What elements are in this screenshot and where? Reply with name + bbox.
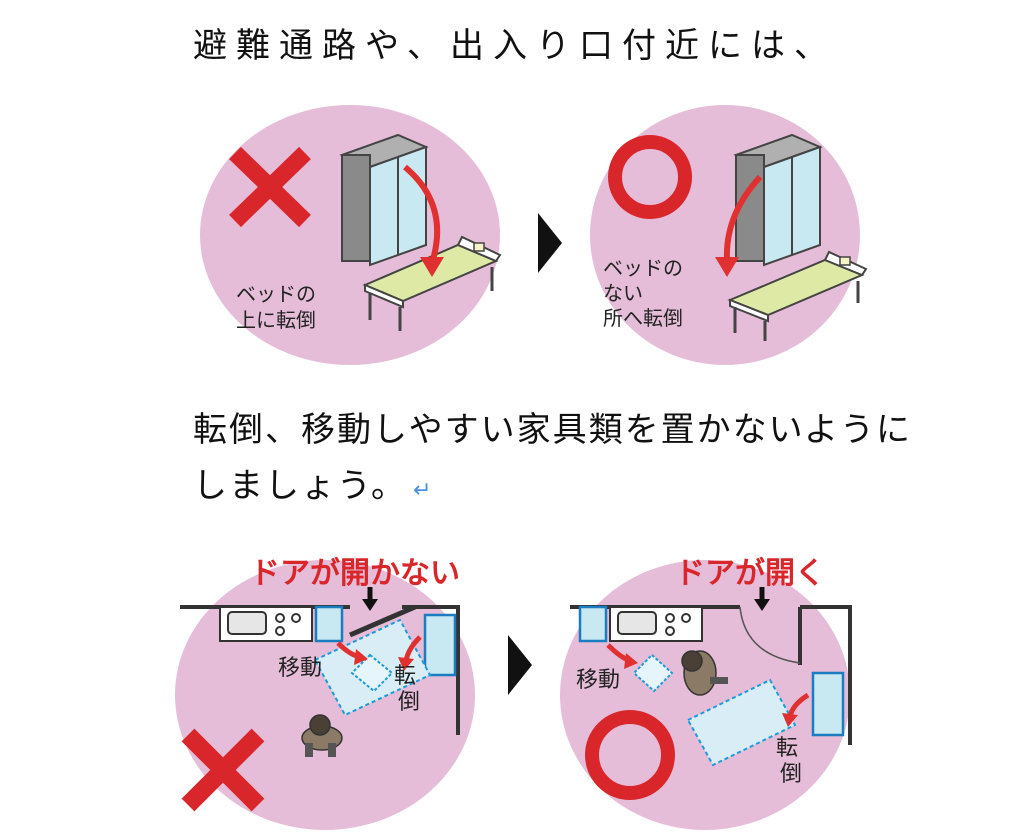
- bed-cabinet-illustration: ベッドの 上に転倒 ベッドの ない 所へ転倒: [200, 105, 868, 365]
- return-mark-icon: ↵: [412, 478, 434, 503]
- fall-label-char1: 転: [394, 664, 416, 689]
- left-pink-circle: [175, 560, 475, 830]
- bed-icon: [727, 250, 868, 341]
- advice-text: 転倒、移動しやすい家具類を置かないように: [193, 410, 912, 450]
- fall-label-char2: 倒: [398, 690, 420, 715]
- ok-circle-icon: [608, 135, 692, 219]
- cabinet-icon: [811, 671, 845, 737]
- advice-text-end: しましょう。: [193, 466, 407, 506]
- door-open-title: ドアが開く: [675, 556, 825, 591]
- fall-arrow-icon: [403, 164, 441, 264]
- cabinet-icon: [733, 133, 823, 267]
- arrow-right-icon: [538, 213, 562, 273]
- move-label: 移動: [278, 656, 322, 681]
- person-icon: [681, 650, 728, 696]
- cross-mark-icon: [229, 146, 311, 228]
- arrow-right-icon: [508, 635, 532, 695]
- fall-label-char1: 転: [776, 736, 798, 761]
- intro-text: 避難通路や、出入り口付近には、: [193, 26, 837, 66]
- move-label: 移動: [576, 668, 620, 693]
- door-blocked-title: ドアが開かない: [250, 556, 460, 591]
- ok-circle-icon: [585, 710, 675, 800]
- bed-label-line2: 上に転倒: [236, 308, 316, 332]
- down-arrow-icon: [362, 587, 378, 611]
- advice-line: 転倒、移動しやすい家具類を置かないように: [193, 402, 912, 451]
- intro-line: 避難通路や、出入り口付近には、: [193, 18, 837, 67]
- person-icon: [301, 714, 343, 757]
- bed-label-line1: ベッドの: [236, 282, 316, 306]
- fall-arrow-icon: [723, 174, 763, 261]
- cabinet-icon: [339, 133, 429, 267]
- door-floorplan-illustration: ドアが開かない 移動 転 倒 ドアが開く: [175, 556, 852, 830]
- safe-label-line3: 所へ転倒: [603, 306, 683, 330]
- cross-mark-icon: [181, 728, 265, 812]
- safe-label-line1: ベッドの: [603, 256, 683, 280]
- down-arrow-icon: [754, 587, 770, 611]
- advice-line-end: しましょう。↵: [193, 458, 433, 507]
- safe-label-line2: ない: [603, 281, 643, 305]
- fall-label-char2: 倒: [780, 762, 802, 787]
- cabinet-icon: [423, 613, 457, 677]
